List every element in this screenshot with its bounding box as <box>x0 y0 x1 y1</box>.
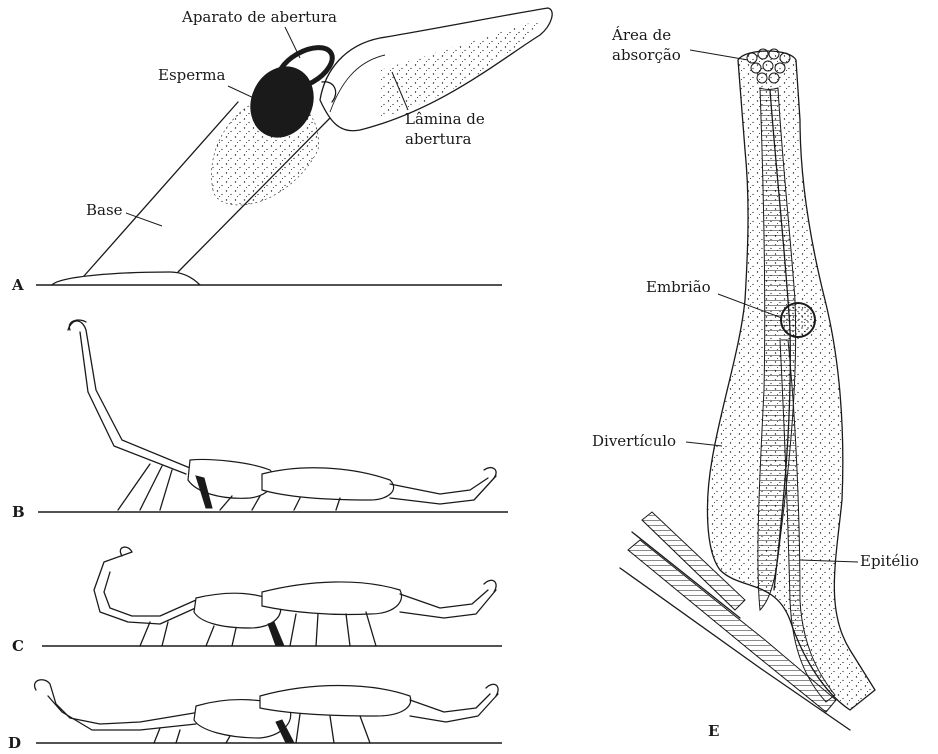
label-aparato: Aparato de abertura <box>181 8 337 26</box>
panel-d-left-tail <box>35 680 200 724</box>
panel-b-right-sting <box>484 468 496 478</box>
panel-c: C <box>12 547 502 655</box>
panel-b: B <box>12 320 508 521</box>
label-lamina-1: Lâmina de <box>405 110 485 128</box>
panel-c-spermatophore <box>268 622 284 646</box>
embryo <box>781 303 815 337</box>
label-embriao: Embrião <box>646 278 711 296</box>
panel-b-letter: B <box>12 503 25 521</box>
panel-c-letter: C <box>12 637 24 655</box>
label-base: Base <box>86 201 123 219</box>
panel-c-right-sting <box>484 580 496 592</box>
panel-b-raised-tail <box>68 321 190 468</box>
label-esperma: Esperma <box>158 66 226 84</box>
panel-a: A Aparato de abertura Esperma Lâmina de … <box>11 8 552 294</box>
leader-area <box>690 50 748 60</box>
label-area-2: absorção <box>612 46 681 64</box>
panel-c-right-tail <box>400 590 496 618</box>
label-area-1: Área de <box>611 26 671 44</box>
label-lamina-2: abertura <box>405 130 471 148</box>
label-epitelio: Epitélio <box>860 552 919 570</box>
panel-c-left-tail-inner <box>104 572 196 616</box>
panel-d-letter: D <box>8 734 21 752</box>
label-diverticulo: Divertículo <box>592 432 676 450</box>
panel-a-letter: A <box>11 276 24 294</box>
panel-d: D <box>8 680 502 752</box>
leader-base <box>126 213 162 226</box>
panel-b-right-tail <box>390 476 496 504</box>
panel-d-body-right <box>260 686 411 717</box>
panel-d-right-tail <box>410 694 498 722</box>
panel-b-body-right <box>262 468 394 500</box>
panel-d-right-sting <box>486 684 498 696</box>
spermatophore-foot <box>52 272 200 285</box>
opening-lamina-inner <box>330 55 385 112</box>
panel-c-body-right <box>262 582 402 615</box>
opening-lamina-stipple <box>380 20 540 118</box>
leader-aparato <box>285 27 300 58</box>
opening-apparatus <box>271 39 339 97</box>
panel-c-left-tail <box>94 547 200 624</box>
panel-e: E Área de absorção Embrião <box>592 26 919 740</box>
panel-d-left-tail-inner <box>48 696 196 730</box>
panel-b-raised-tail-inner <box>80 332 186 474</box>
panel-e-letter: E <box>708 722 719 740</box>
